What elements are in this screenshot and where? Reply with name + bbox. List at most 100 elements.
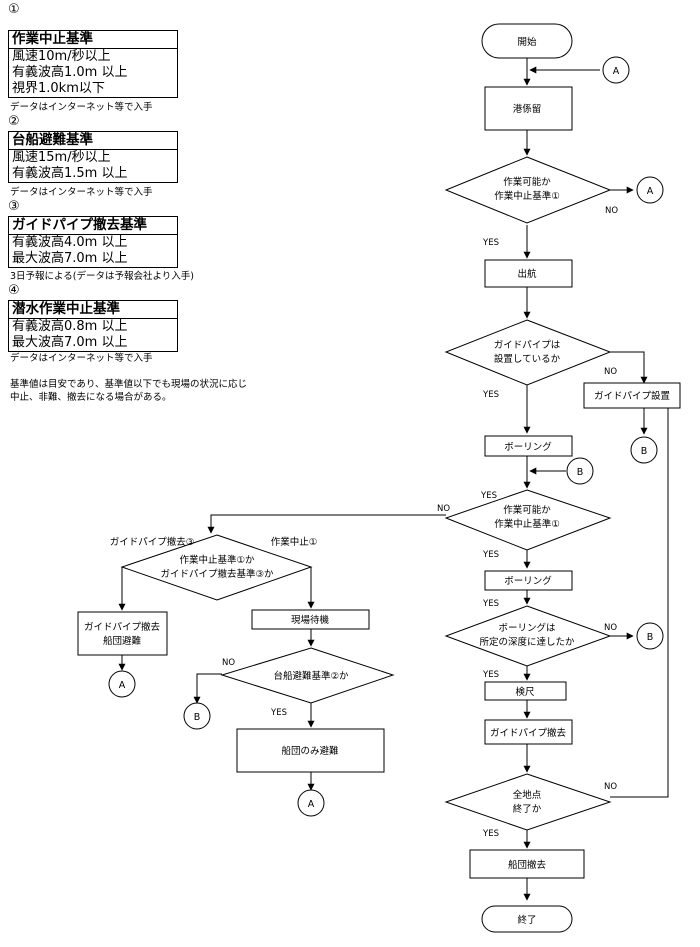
no-label: NO — [437, 504, 450, 514]
evac-guide-box — [77, 611, 168, 656]
criteria-3-line: 最大波高7.0m 以上 — [12, 251, 128, 266]
connector-b-label: B — [194, 712, 201, 723]
criteria-4-line: 最大波高7.0m 以上 — [12, 335, 128, 350]
evac-guide-line: 船団避難 — [103, 635, 142, 647]
criteria-3-title: ガイドパイプ撤去基準 — [9, 217, 177, 235]
criteria-2-note: データはインターネット等で入手 — [10, 187, 153, 198]
decision-guide-line: ガイドパイプは — [494, 340, 561, 351]
criteria-1-line: 風速10m/秒以上 — [12, 49, 111, 64]
decision-depth-line: ボーリングは — [498, 622, 556, 634]
decision-barge-label: 台船避難基準②か — [273, 670, 349, 682]
criteria-3-box: ガイドパイプ撤去基準 有義波高4.0m 以上 最大波高7.0m 以上 — [8, 216, 178, 268]
criteria-4-line: 有義波高0.8m 以上 — [12, 319, 128, 334]
connector-a-label: A — [308, 799, 315, 810]
yes-label: YES — [482, 829, 499, 839]
connector-a — [108, 670, 136, 698]
no-label: NO — [604, 367, 617, 377]
no-label: NO — [604, 782, 617, 792]
criteria-4-title: 潜水作業中止基準 — [9, 301, 177, 319]
mooring-box — [484, 86, 573, 131]
criteria-2-line: 風速15m/秒以上 — [12, 150, 111, 165]
connector-b-label: B — [647, 632, 654, 643]
criteria-4-note: データはインターネット等で入手 — [10, 353, 153, 364]
criteria-2-line: 有義波高1.5m 以上 — [12, 166, 128, 181]
decision-barge-evac — [220, 647, 395, 704]
boring-1-label: ボーリング — [504, 441, 552, 453]
yes-label: YES — [482, 599, 499, 609]
fleet-remove-label: 船団撤去 — [508, 859, 547, 871]
start-terminal — [481, 23, 573, 59]
criteria-4-number: ④ — [8, 283, 20, 298]
decision-workable-2 — [444, 489, 612, 551]
decision-workable-1-line: 作業可能か — [503, 176, 551, 188]
decision-workable-1 — [444, 156, 612, 224]
decision-workable-2-line: 作業中止基準① — [494, 518, 560, 530]
yes-label: YES — [270, 708, 287, 718]
decision-workable-1-line: 作業中止基準① — [494, 190, 560, 202]
guide-install-label: ガイドパイプ設置 — [594, 390, 670, 402]
yes-label: YES — [482, 670, 499, 680]
criteria-1-note: データはインターネット等で入手 — [10, 102, 153, 113]
no-label: NO — [222, 658, 235, 668]
connector-b — [630, 436, 658, 464]
branch-left-label: ガイドパイプ撤去③ — [110, 536, 195, 548]
connector-b — [183, 702, 211, 730]
no-label: NO — [605, 206, 618, 216]
criteria-3-number: ③ — [8, 199, 20, 214]
decision-depth — [444, 605, 612, 667]
criteria-3-line: 有義波高4.0m 以上 — [12, 235, 128, 250]
guide-remove-box — [484, 719, 573, 745]
decision-workable-2-line: 作業可能か — [503, 504, 551, 516]
footnote-line: 基準値は目安であり、基準値以下でも現場の状況に応じ — [10, 379, 248, 390]
boring-2-label: ボーリング — [504, 575, 552, 587]
criteria-1-title: 作業中止基準 — [9, 31, 177, 49]
mooring-label: 港係留 — [513, 103, 542, 115]
no-label: NO — [604, 623, 617, 633]
criteria-2-box: 台船避難基準 風速15m/秒以上 有義波高1.5m 以上 — [8, 131, 178, 183]
decision-depth-line: 所定の深度に達したか — [479, 636, 575, 648]
depart-box — [484, 259, 573, 288]
connector-a-label: A — [647, 186, 654, 197]
connector-b — [566, 457, 594, 485]
criteria-1-box: 作業中止基準 風速10m/秒以上 有義波高1.0m 以上 視界1.0km以下 — [8, 30, 178, 98]
guide-remove-label: ガイドパイプ撤去 — [490, 727, 567, 739]
evac-fleet-label: 船団のみ避難 — [281, 745, 339, 757]
criteria-1-line: 視界1.0km以下 — [12, 81, 105, 96]
decision-all-done-line: 全地点 — [513, 789, 542, 801]
yes-label: YES — [482, 550, 499, 560]
depart-label: 出航 — [517, 268, 537, 280]
end-terminal — [481, 905, 573, 933]
connector-a — [297, 789, 325, 817]
end-label: 終了 — [517, 914, 536, 926]
connector-b-label: B — [577, 467, 584, 478]
connector-a-label: A — [119, 680, 126, 691]
criteria-2-number: ② — [8, 114, 20, 129]
inspect-label: 検尺 — [515, 686, 535, 698]
yes-label: YES — [482, 238, 499, 248]
criteria-3-note: 3日予報による(データは予報会社より入手) — [10, 271, 194, 282]
connector-b-label: B — [641, 446, 648, 457]
standby-box — [251, 609, 370, 630]
decision-which-line: ガイドパイプ撤去基準③か — [160, 568, 274, 580]
footnote-line: 中止、非難、撤去になる場合がある。 — [10, 392, 172, 403]
fleet-remove-box — [469, 849, 585, 879]
decision-which-criteria — [120, 534, 313, 601]
connector-a-label: A — [613, 66, 620, 77]
standby-label: 現場待機 — [291, 614, 330, 626]
start-label: 開始 — [517, 36, 537, 48]
connector-a — [602, 56, 630, 84]
decision-which-line: 作業中止基準①か — [179, 554, 255, 566]
boring-box-1 — [484, 435, 573, 457]
connector-a — [636, 176, 664, 204]
yes-label: YES — [480, 491, 497, 501]
decision-all-done-line: 終了か — [513, 803, 542, 815]
inspect-box — [484, 681, 567, 701]
decision-guide-installed — [444, 319, 612, 386]
decision-guide-line: 設置しているか — [494, 353, 561, 365]
decision-all-done — [444, 773, 612, 831]
criteria-2-title: 台船避難基準 — [9, 132, 177, 150]
criteria-4-box: 潜水作業中止基準 有義波高0.8m 以上 最大波高7.0m 以上 — [8, 300, 178, 352]
yes-label: YES — [482, 390, 499, 400]
evac-guide-line: ガイドパイプ撤去 — [84, 621, 161, 633]
